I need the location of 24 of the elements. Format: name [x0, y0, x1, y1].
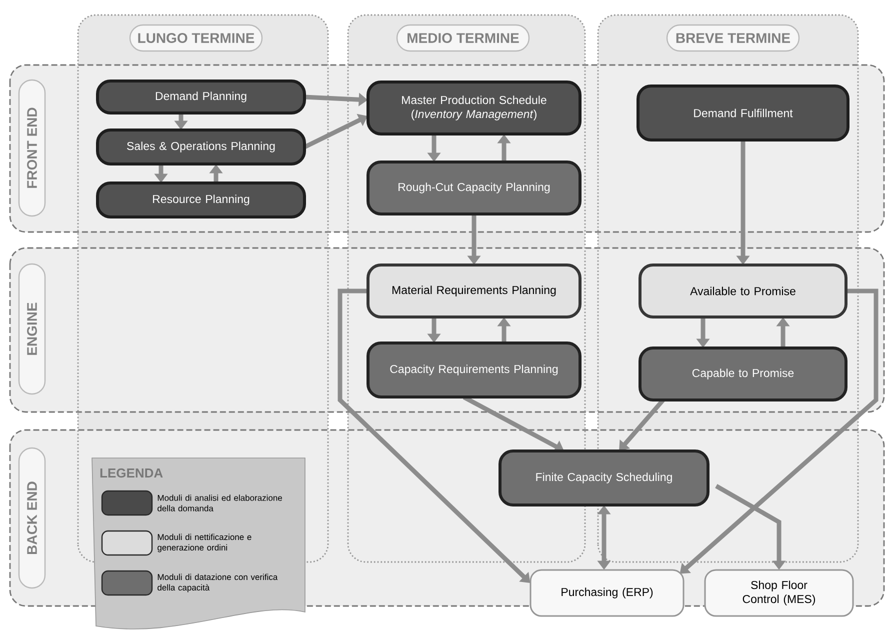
module-box: Available to Promise	[638, 264, 848, 318]
legend-title: LEGENDA	[100, 468, 163, 478]
module-box: Material Requirements Planning	[366, 264, 582, 318]
legend-text: Moduli di datazione con verifica della capacità	[158, 574, 278, 592]
row-header: FRONT END	[18, 79, 46, 217]
system-box: Purchasing (ERP)	[530, 569, 684, 617]
module-box: Demand Fulfillment	[636, 84, 850, 142]
module-box: Master Production Schedule (Inventory Management)	[366, 80, 582, 136]
legend-text: Moduli di analisi ed elaborazione della domanda	[158, 494, 282, 512]
arrow	[338, 288, 530, 583]
module-box: Resource Planning	[96, 182, 306, 218]
system-box: Shop Floor Control (MES)	[704, 569, 854, 617]
module-box: Capable to Promise	[638, 346, 848, 402]
column-header: BREVE TERMINE	[666, 24, 800, 52]
module-box: Rough-Cut Capacity Planning	[366, 160, 582, 216]
column-header: MEDIO TERMINE	[396, 24, 530, 52]
module-box: Capacity Requirements Planning	[366, 342, 582, 398]
legend-text: Moduli di nettificazione e generazione ordini	[158, 534, 252, 552]
row-header: ENGINE	[18, 263, 46, 395]
row-header: BACK END	[18, 447, 46, 589]
module-box: Sales & Operations Planning	[96, 128, 306, 166]
module-box: Demand Planning	[96, 80, 306, 114]
column-header: LUNGO TERMINE	[129, 24, 263, 52]
module-box: Finite Capacity Scheduling	[498, 450, 710, 506]
